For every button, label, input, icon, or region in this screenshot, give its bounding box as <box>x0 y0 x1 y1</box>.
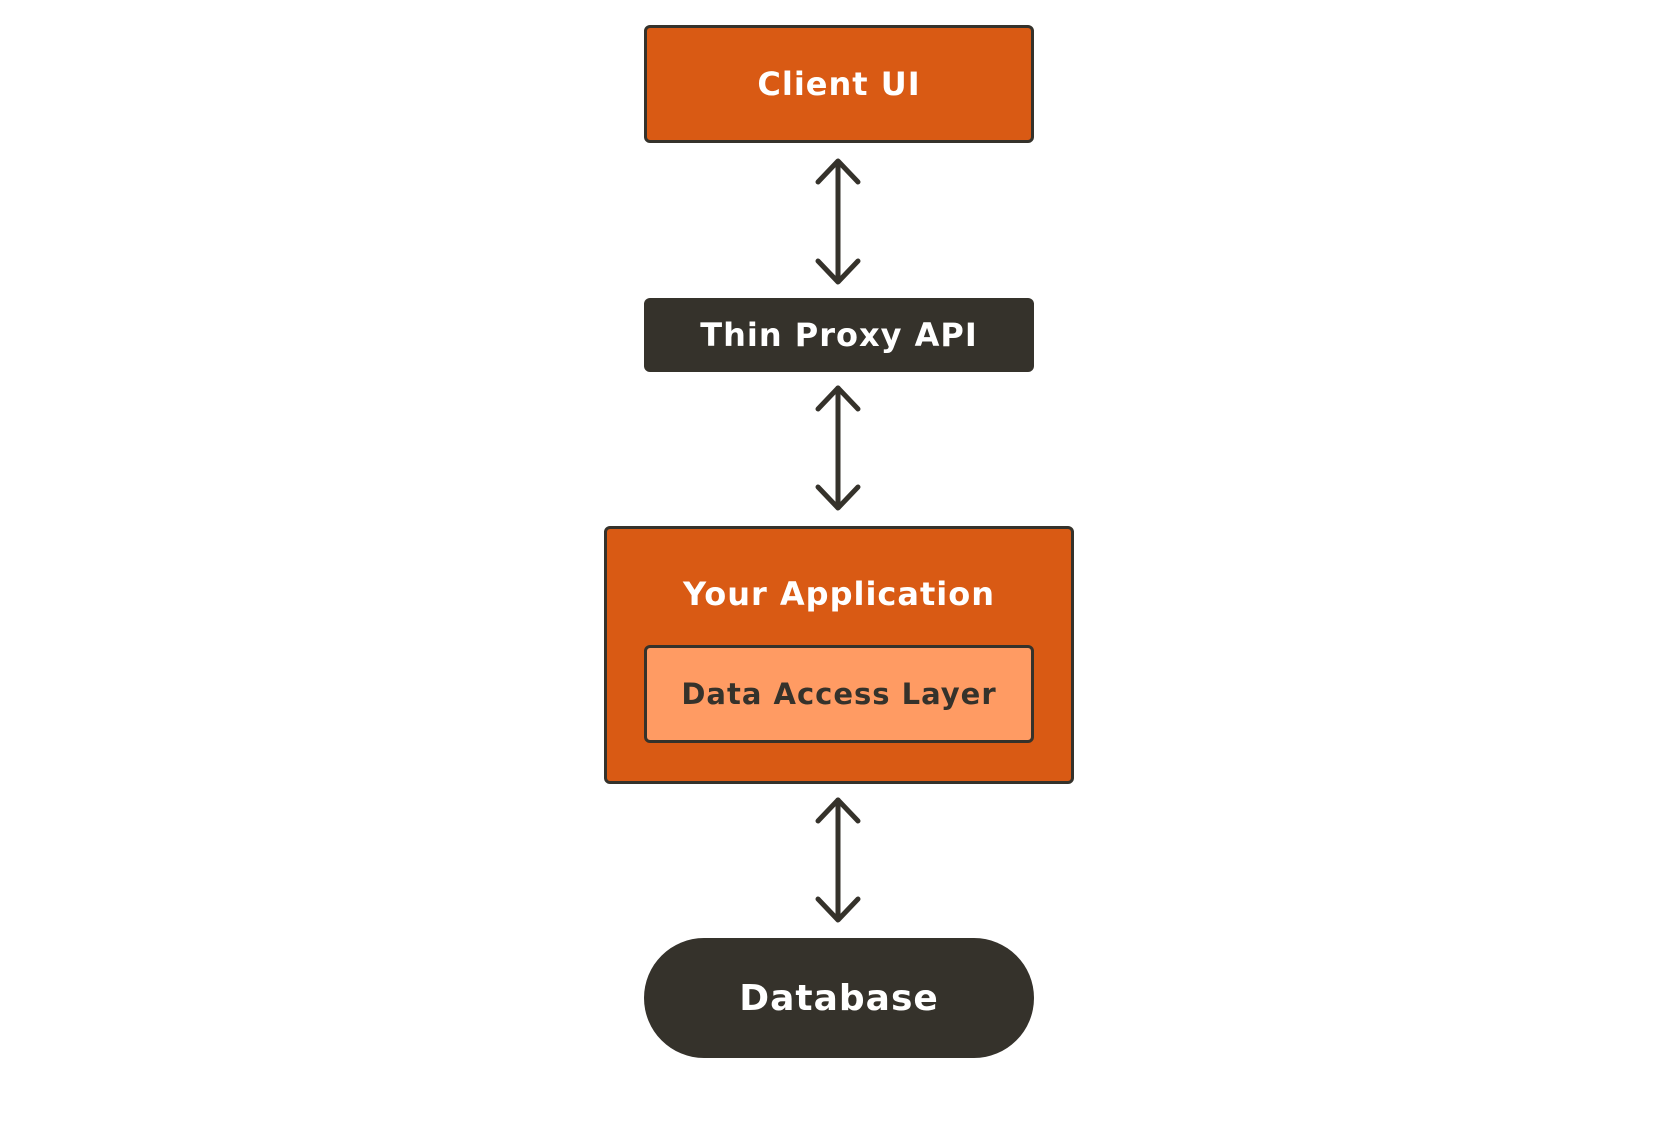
client-ui-label: Client UI <box>757 65 921 103</box>
arrow-client-proxy <box>815 158 861 285</box>
arrow-proxy-application <box>815 385 861 511</box>
client-ui-node: Client UI <box>644 25 1034 143</box>
thin-proxy-api-node: Thin Proxy API <box>644 298 1034 372</box>
arrow-application-database <box>815 797 861 923</box>
your-application-label: Your Application <box>682 575 996 613</box>
your-application-node: Your Application Data Access Layer <box>604 526 1074 784</box>
database-label: Database <box>739 977 939 1019</box>
database-node: Database <box>644 938 1034 1058</box>
thin-proxy-api-label: Thin Proxy API <box>700 316 978 354</box>
data-access-layer-node: Data Access Layer <box>644 645 1034 743</box>
data-access-layer-label: Data Access Layer <box>681 677 997 711</box>
